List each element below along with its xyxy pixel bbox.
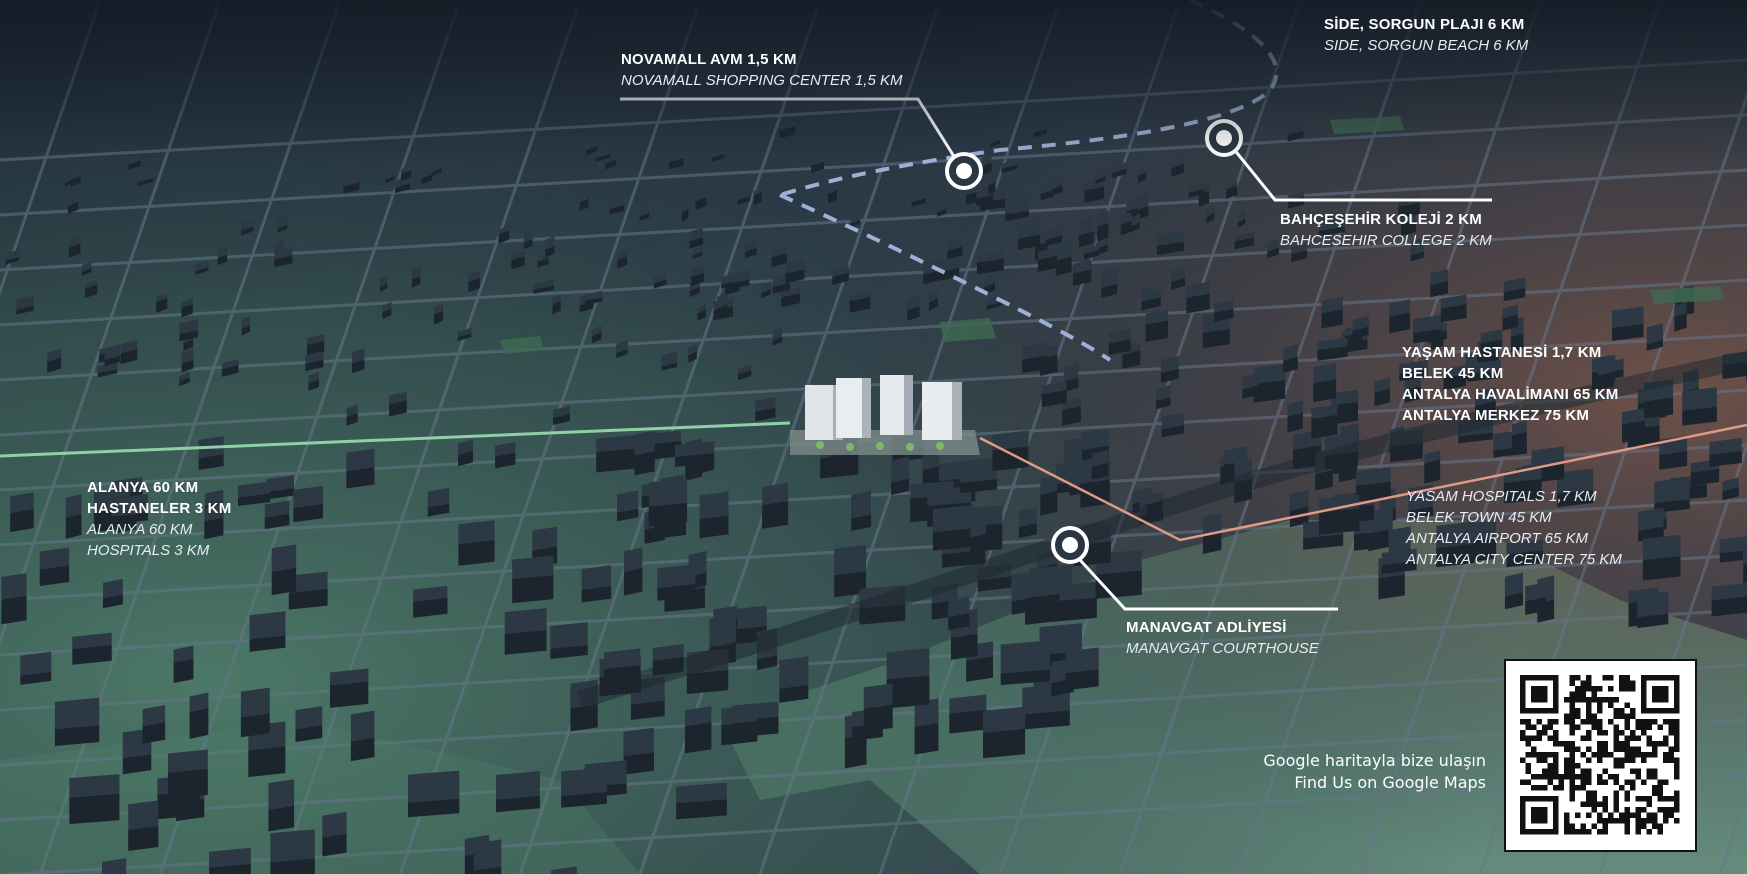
- label-manavgat-courthouse: MANAVGAT ADLİYESİ MANAVGAT COURTHOUSE: [1126, 617, 1319, 659]
- label-tr: ALANYA 60 KM: [87, 479, 199, 496]
- label-tr: ANTALYA MERKEZ 75 KM: [1402, 407, 1590, 424]
- cta-line-tr: Google haritayla bize ulaşın: [1263, 751, 1486, 770]
- label-en: YASAM HOSPITALS 1,7 KM: [1406, 488, 1597, 505]
- label-en: BAHCESEHIR COLLEGE 2 KM: [1280, 232, 1492, 249]
- label-tr: MANAVGAT ADLİYESİ: [1126, 619, 1287, 636]
- label-en: SIDE, SORGUN BEACH 6 KM: [1324, 37, 1529, 54]
- label-tr: BELEK 45 KM: [1402, 365, 1504, 382]
- label-en: MANAVGAT COURTHOUSE: [1126, 640, 1319, 657]
- label-en: ANTALYA AIRPORT 65 KM: [1406, 530, 1589, 547]
- label-en: HOSPITALS 3 KM: [87, 542, 210, 559]
- label-tr: YAŞAM HASTANESİ 1,7 KM: [1402, 344, 1602, 361]
- label-en: ANTALYA CITY CENTER 75 KM: [1406, 551, 1622, 568]
- cta-line-en: Find Us on Google Maps: [1294, 773, 1486, 793]
- label-tr: SİDE, SORGUN PLAJI 6 KM: [1324, 16, 1525, 33]
- location-marker-icon[interactable]: [1051, 526, 1089, 564]
- google-maps-cta: Google haritayla bize ulaşın Find Us on …: [1263, 750, 1486, 795]
- label-west-destinations: ALANYA 60 KM HASTANELER 3 KM ALANYA 60 K…: [87, 477, 231, 561]
- label-tr: HASTANELER 3 KM: [87, 500, 232, 517]
- qr-code-icon[interactable]: [1504, 659, 1697, 852]
- label-tr: NOVAMALL AVM 1,5 KM: [621, 51, 797, 68]
- label-en: NOVAMALL SHOPPING CENTER 1,5 KM: [621, 72, 903, 89]
- label-en: BELEK TOWN 45 KM: [1406, 509, 1552, 526]
- label-tr: BAHÇEŞEHİR KOLEJİ 2 KM: [1280, 211, 1482, 228]
- label-east-destinations-tr: YAŞAM HASTANESİ 1,7 KM BELEK 45 KM ANTAL…: [1402, 342, 1619, 426]
- label-side-sorgun: SİDE, SORGUN PLAJI 6 KM SIDE, SORGUN BEA…: [1324, 14, 1528, 56]
- label-novamall: NOVAMALL AVM 1,5 KM NOVAMALL SHOPPING CE…: [621, 49, 902, 91]
- label-east-destinations-en: YASAM HOSPITALS 1,7 KM BELEK TOWN 45 KM …: [1406, 486, 1622, 570]
- label-tr: ANTALYA HAVALİMANI 65 KM: [1402, 386, 1619, 403]
- label-bahcesehir: BAHÇEŞEHİR KOLEJİ 2 KM BAHCESEHIR COLLEG…: [1280, 209, 1492, 251]
- label-en: ALANYA 60 KM: [87, 521, 193, 538]
